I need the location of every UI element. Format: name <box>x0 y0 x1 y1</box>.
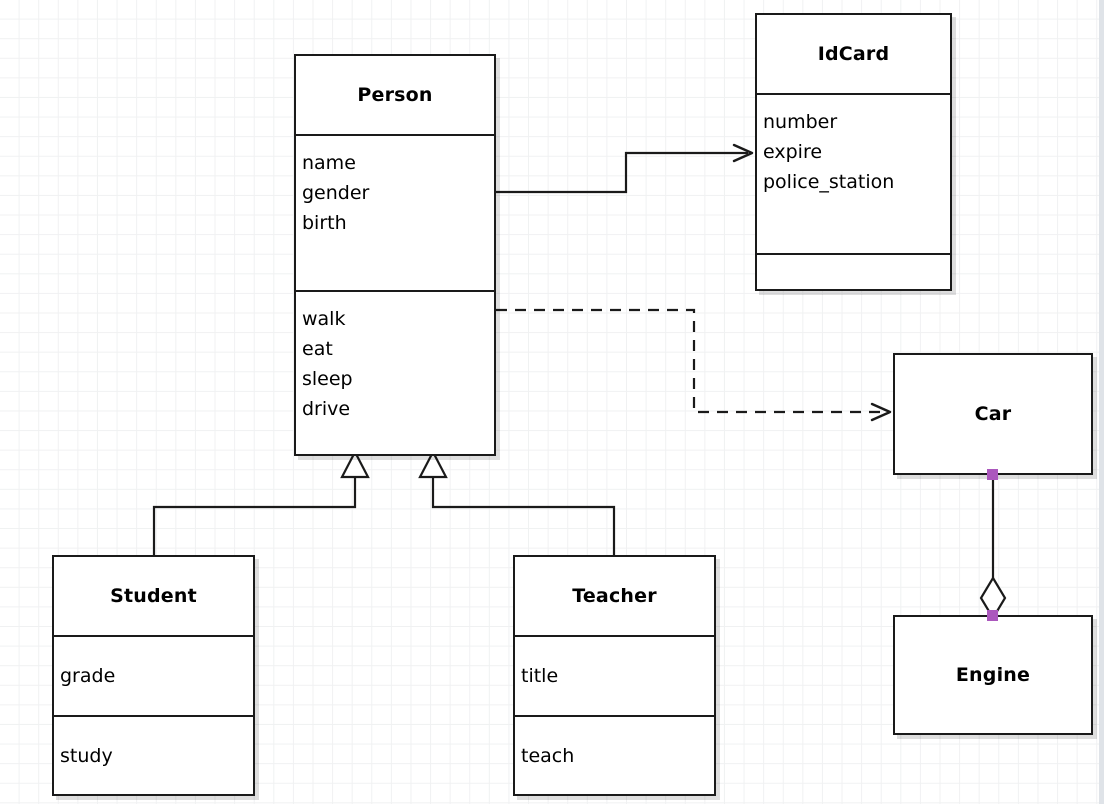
attribute-item: grade <box>60 665 116 687</box>
class-name-engine: Engine <box>955 664 1031 686</box>
class-operations-compartment-person: walk eat sleep drive <box>296 290 494 454</box>
attribute-item: number <box>763 111 838 133</box>
open-arrowhead-icon <box>732 143 754 163</box>
class-title-compartment-car: Car <box>895 355 1091 473</box>
class-title-compartment-teacher: Teacher <box>515 557 714 635</box>
generalization-line <box>431 475 616 555</box>
class-box-person[interactable]: Person name gender birth walk eat sleep … <box>294 54 496 456</box>
class-name-idcard: IdCard <box>817 43 890 65</box>
class-box-teacher[interactable]: Teacher title teach <box>513 555 716 796</box>
class-name-teacher: Teacher <box>572 585 657 607</box>
operation-item: sleep <box>302 368 353 390</box>
class-operations-compartment-idcard <box>757 253 950 289</box>
class-title-compartment-person: Person <box>296 56 494 134</box>
attribute-item: expire <box>763 141 823 163</box>
class-box-idcard[interactable]: IdCard number expire police_station <box>755 13 952 291</box>
attribute-item: birth <box>302 212 347 234</box>
operation-item: eat <box>302 338 333 360</box>
class-name-person: Person <box>357 84 433 106</box>
operation-item: walk <box>302 308 346 330</box>
generalization-teacher-person[interactable] <box>418 449 616 555</box>
class-title-compartment-idcard: IdCard <box>757 15 950 93</box>
class-operations-compartment-teacher: teach <box>515 715 714 794</box>
attribute-item: name <box>302 152 356 174</box>
open-arrowhead-icon <box>870 402 892 422</box>
class-attributes-compartment-idcard: number expire police_station <box>757 93 950 253</box>
canvas-edge-strip <box>1099 0 1104 804</box>
dependency-line <box>496 308 886 414</box>
aggregation-car-engine[interactable] <box>979 475 1007 621</box>
generalization-line <box>152 475 357 555</box>
operation-item: drive <box>302 398 351 420</box>
class-attributes-compartment-person: name gender birth <box>296 134 494 290</box>
class-title-compartment-student: Student <box>54 557 253 635</box>
class-box-car[interactable]: Car <box>893 353 1093 475</box>
association-person-idcard[interactable] <box>496 143 754 194</box>
attribute-item: title <box>521 665 559 687</box>
selection-handle-aggregation-source[interactable] <box>987 469 998 480</box>
generalization-student-person[interactable] <box>152 449 370 555</box>
selection-handle-aggregation-target[interactable] <box>987 610 998 621</box>
operation-item: study <box>60 744 113 767</box>
class-box-student[interactable]: Student grade study <box>52 555 255 796</box>
operation-item: teach <box>521 744 575 767</box>
class-name-student: Student <box>110 585 197 607</box>
class-attributes-compartment-teacher: title <box>515 635 714 715</box>
class-title-compartment-engine: Engine <box>895 617 1091 733</box>
class-attributes-compartment-student: grade <box>54 635 253 715</box>
attribute-item: police_station <box>763 171 895 193</box>
class-name-car: Car <box>974 403 1012 425</box>
attribute-item: gender <box>302 182 370 204</box>
class-box-engine[interactable]: Engine <box>893 615 1093 735</box>
association-line <box>496 151 748 194</box>
dependency-person-car[interactable] <box>496 308 892 422</box>
class-operations-compartment-student: study <box>54 715 253 794</box>
